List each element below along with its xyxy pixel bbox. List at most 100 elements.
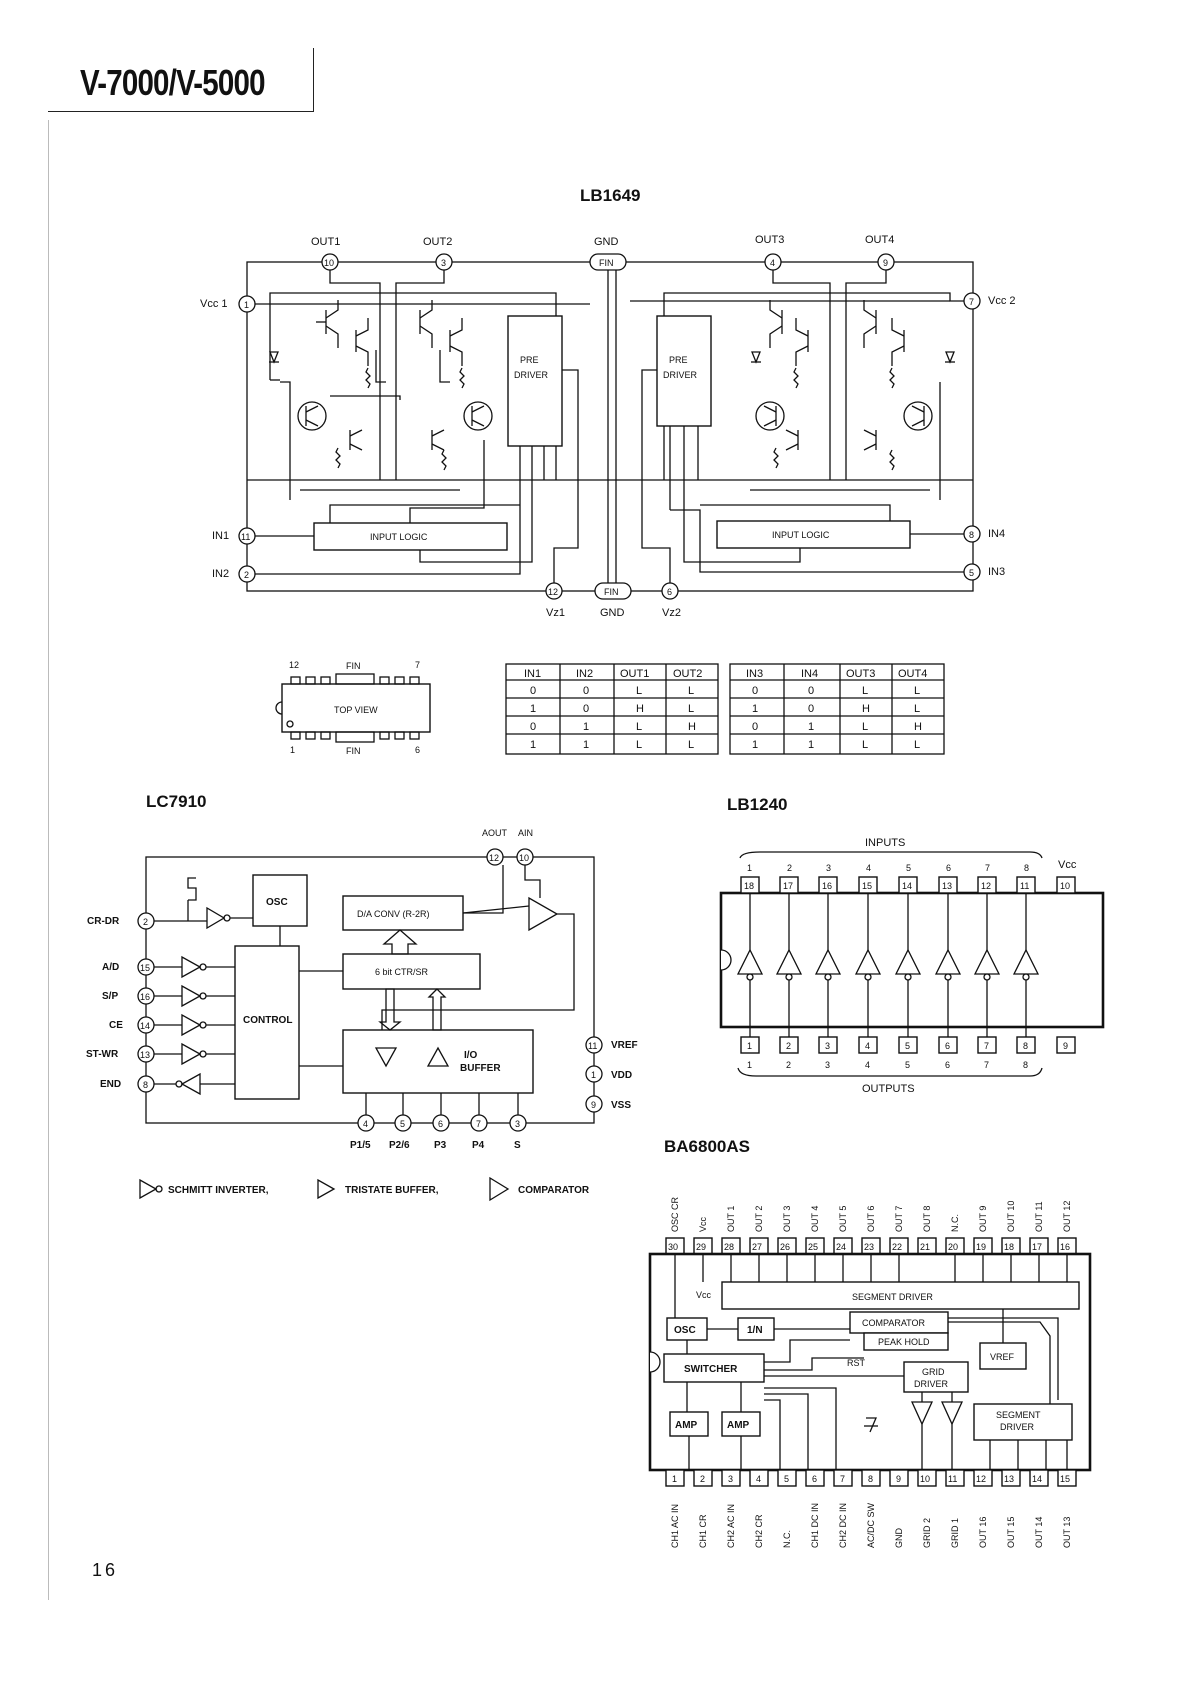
tt2-h1: IN4 [801,668,818,680]
tt2-cell: 1 [808,721,814,733]
ba-bottom-label: OUT 13 [1062,1517,1072,1548]
inputs-bracket [739,851,1043,859]
lc-label-end: END [100,1079,121,1090]
lb1240-pin: 18 [744,881,754,891]
ba-peak-hold-label: PEAK HOLD [878,1337,930,1347]
outputs-bracket [737,1067,1043,1077]
pkg-pin-1: 1 [290,745,295,755]
pin-fin-top-label: FIN [599,258,614,268]
label-out2: OUT2 [423,236,452,248]
output-number: 2 [786,1060,791,1070]
buffer-icon [934,948,962,975]
tt2-cell: L [914,685,920,697]
pre-driver-left-label: PRE [520,355,539,365]
pin-12-label: 12 [548,587,558,597]
lb1240-pin: 13 [942,881,952,891]
ba-pin: 26 [780,1242,790,1252]
tt1-cell: L [636,721,642,733]
tt2-h2: OUT3 [846,668,875,680]
pin-8-label: 8 [969,530,974,540]
pre-driver-right-label-2: DRIVER [663,370,698,380]
input-logic-right [716,520,911,549]
ba-segment-driver [721,1281,1080,1310]
label-gnd-top: GND [594,236,619,248]
tt2-cell: 1 [808,739,814,751]
tt1-cell: L [688,739,694,751]
tt2-cell: L [862,739,868,751]
lc-pin-9 [585,1095,603,1113]
lc-wiring [154,865,575,1115]
io-ctr-arrow [427,988,447,1031]
ba-pin: 25 [808,1242,818,1252]
ba-bottom-label: GRID 1 [950,1518,960,1548]
tt2-cell: 0 [752,721,758,733]
tt1-h1: IN2 [576,668,593,680]
tt1-cell: 1 [583,739,589,751]
ba-top-labels: OSC CR Vcc OUT 1 OUT 2 OUT 3 OUT 4 OUT 5… [670,1196,1072,1232]
legend-schmitt: SCHMITT INVERTER, [168,1185,269,1196]
buffer-icon [973,948,1001,975]
lc-control-block [234,945,300,1100]
ba-pin: 5 [784,1474,789,1484]
lb1649-right-wiring: PRE DRIVER [630,270,964,583]
ba-top-label: OUT 3 [782,1206,792,1232]
pkg-top-leads [290,673,420,685]
legend-comparator: COMPARATOR [518,1185,590,1196]
page-number: 16 [92,1560,119,1580]
lb1240-pin: 16 [822,881,832,891]
ba-bottom-label: CH1 AC IN [670,1504,680,1548]
lc-label-stwr: ST-WR [86,1049,119,1060]
ba-switcher-label: SWITCHER [684,1364,738,1375]
tt1-cell: 1 [530,703,536,715]
lc-pin-8-label: 8 [143,1080,148,1090]
ba-segment-driver-label: SEGMENT DRIVER [852,1292,933,1302]
lc-label-crdr: CR-DR [87,916,120,927]
ba-rst-label: RST [847,1358,866,1368]
ctr-io-arrow [378,988,402,1031]
pin-fin-bottom-label: FIN [604,587,619,597]
schmitt-inverter-icon [181,984,202,1008]
pkg-top-view: TOP VIEW [334,705,378,715]
lc-label-p26: P2/6 [389,1140,410,1151]
ba-pin: 4 [756,1474,761,1484]
pin-4-label: 4 [770,258,775,268]
ba-notch [649,1351,661,1373]
lc-label-vss: VSS [611,1100,631,1111]
output-number: 6 [945,1060,950,1070]
pre-driver-left-label-2: DRIVER [514,370,549,380]
pin-6-label: 6 [667,587,672,597]
lb1240-notch [720,949,732,971]
tristate-buffer-icon [374,1047,398,1068]
tt2-h3: OUT4 [898,668,927,680]
pre-driver-left [507,315,563,447]
lb1240-pin: 2 [786,1041,791,1051]
lc-label-ad: A/D [102,962,119,973]
pin-9-label: 9 [883,258,888,268]
ba-bottom-label: CH2 AC IN [726,1504,736,1548]
ba-bottom-label: OUT 15 [1006,1517,1016,1548]
ba-vcc: Vcc [696,1290,712,1300]
margin-line [48,120,49,1600]
ba-bottom-label: CH2 DC IN [838,1503,848,1548]
ba-top-label: N.C. [950,1214,960,1232]
ba-pin: 13 [1004,1474,1014,1484]
input-number: 6 [946,863,951,873]
tt2-rows: 0 0 L L 1 0 H L 0 1 L H 1 1 L L [752,685,922,751]
lb1240-pin: 12 [981,881,991,891]
ba-pin: 18 [1004,1242,1014,1252]
lb1240-diagram: LB1240 INPUTS Vcc 1 2 3 4 5 6 7 8 18 17 … [719,795,1105,1095]
title-underline [48,111,313,112]
ba-top-label: OUT 6 [866,1206,876,1232]
ba-pin: 16 [1060,1242,1070,1252]
lc-pin-9-label: 9 [591,1100,596,1110]
ba-top-label: Vcc [698,1216,708,1232]
pin-7-label: 7 [969,297,974,307]
lc-pin-12 [486,848,504,866]
output-number: 8 [1023,1060,1028,1070]
ba-wiring [674,1254,1068,1470]
lc7910-diagram: LC7910 AOUT AIN 12 10 CR-DR 2 A/D 15 S/P… [86,792,638,1202]
label-ain: AIN [518,828,533,838]
lc-pin-1-label: 1 [591,1070,596,1080]
ba-vref-label: VREF [990,1352,1015,1362]
ba-top-label: OUT 5 [838,1206,848,1232]
